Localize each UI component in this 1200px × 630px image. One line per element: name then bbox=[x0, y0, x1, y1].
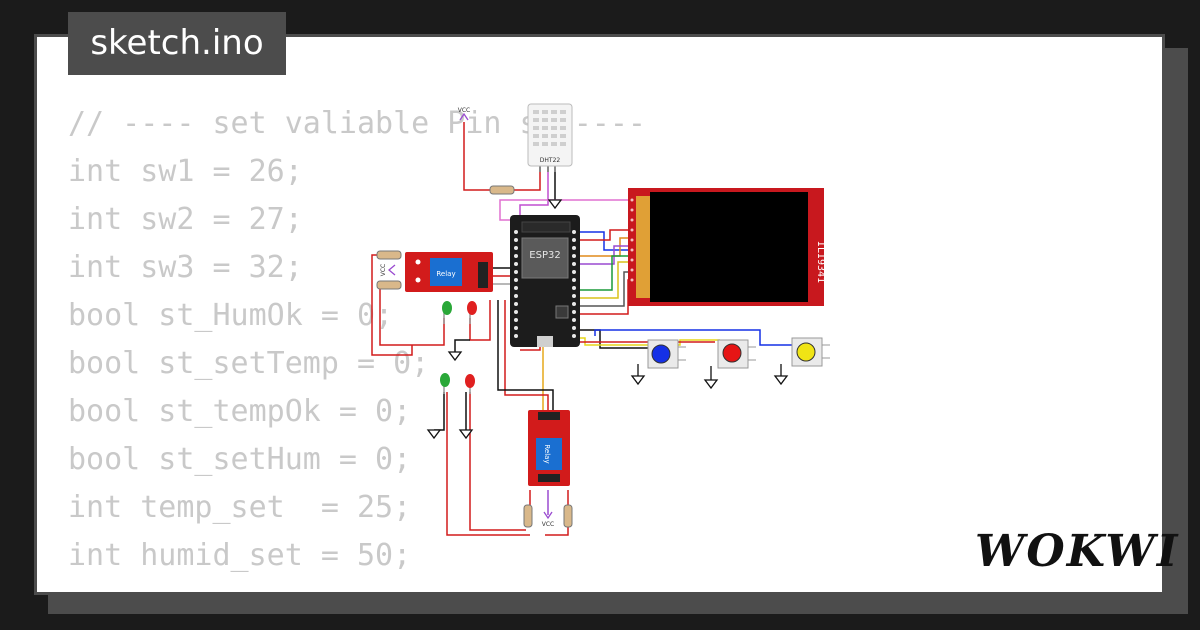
relay-module-2: Relay bbox=[528, 410, 570, 486]
relay-module-1: Relay bbox=[405, 252, 493, 292]
vcc-label: VCC bbox=[458, 107, 470, 114]
file-name-tab: sketch.ino bbox=[68, 12, 286, 75]
vcc-label: VCC bbox=[542, 521, 554, 528]
vcc-labels: VCC VCC VCC bbox=[380, 107, 554, 528]
code-line: int temp_set = 25; bbox=[68, 490, 412, 525]
push-buttons bbox=[647, 337, 830, 369]
push-button-red bbox=[717, 339, 756, 369]
esp32-label: ESP32 bbox=[529, 250, 560, 261]
code-line: bool st_tempOk = 0; bbox=[68, 394, 412, 429]
wires bbox=[371, 122, 792, 536]
code-preview: // ---- set valiable Pin sw ----int sw1 … bbox=[68, 100, 646, 580]
display-label: ILI9341 bbox=[815, 241, 826, 283]
led-green-1 bbox=[442, 301, 452, 324]
code-line: bool st_setTemp = 0; bbox=[68, 346, 430, 381]
push-button-blue bbox=[647, 339, 686, 369]
code-line: int sw2 = 27; bbox=[68, 202, 303, 237]
led-red-1 bbox=[467, 301, 477, 324]
ground-symbols bbox=[426, 199, 789, 440]
wokwi-logo: WOKWI bbox=[975, 520, 1180, 584]
ili9341-display: ILI9341 bbox=[628, 188, 826, 306]
code-line: int sw1 = 26; bbox=[68, 154, 303, 189]
code-line: bool st_setHum = 0; bbox=[68, 442, 412, 477]
esp32-board: ESP32 bbox=[510, 215, 580, 347]
code-line: int humid_set = 50; bbox=[68, 538, 412, 573]
vcc-label: VCC bbox=[380, 264, 387, 276]
resistors bbox=[376, 185, 573, 528]
dht22-sensor: DHT22 bbox=[527, 103, 573, 172]
code-line: bool st_HumOk = 0; bbox=[68, 298, 394, 333]
relay-label: Relay bbox=[436, 270, 455, 278]
led-green-2 bbox=[440, 373, 450, 394]
push-button-yellow bbox=[791, 337, 830, 367]
wokwi-logo-text: WOKWI bbox=[975, 526, 1180, 577]
led-red-2 bbox=[465, 374, 475, 394]
relay-label: Relay bbox=[543, 444, 551, 463]
dht22-label: DHT22 bbox=[540, 157, 561, 164]
code-line: int sw3 = 32; bbox=[68, 250, 303, 285]
leds bbox=[440, 301, 477, 394]
